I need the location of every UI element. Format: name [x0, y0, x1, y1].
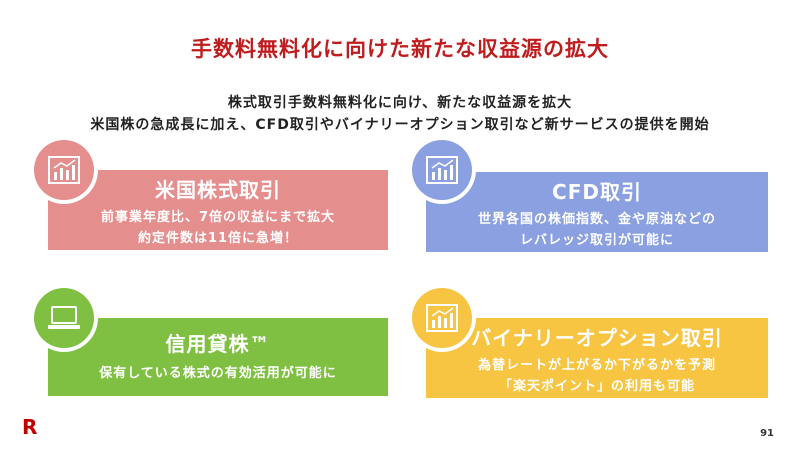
card-cfd-line-2: レバレッジ取引が可能に: [519, 233, 674, 248]
card-binary-line-1: 為替レートが上がるか下がるかを予測: [477, 358, 716, 373]
page-title: 手数料無料化に向けた新たな収益源の拡大: [191, 37, 609, 61]
card-cfd: CFD取引 世界各国の株価指数、金や原油などの レバレッジ取引が可能に: [426, 172, 768, 252]
card-cfd-line-1: 世界各国の株価指数、金や原油などの: [477, 212, 716, 227]
card-margin: 信用貸株™ 保有している株式の有効活用が可能に: [48, 318, 388, 396]
page-number: 91: [760, 428, 774, 439]
bar-chart-icon: [426, 304, 458, 332]
card-binary-icon-badge: [408, 284, 476, 352]
subtitle-line-2: 米国株の急成長に加え、CFD取引やバイナリーオプション取引など新サービスの提供を…: [90, 117, 710, 133]
card-binary: バイナリーオプション取引 為替レートが上がるか下がるかを予測 「楽天ポイント」の…: [426, 318, 768, 398]
card-us-stock-line-1: 前事業年度比、7倍の収益にまで拡大: [100, 210, 336, 225]
card-binary-line-2: 「楽天ポイント」の利用も可能: [498, 379, 695, 394]
laptop-icon: [48, 306, 80, 329]
card-binary-title: バイナリーオプション取引: [471, 326, 723, 350]
card-us-stock: 米国株式取引 前事業年度比、7倍の収益にまで拡大 約定件数は11倍に急増！: [48, 170, 388, 250]
card-cfd-title: CFD取引: [552, 180, 642, 204]
bar-chart-icon: [426, 156, 458, 184]
card-us-stock-title: 米国株式取引: [155, 178, 281, 202]
rakuten-logo: R: [22, 415, 38, 439]
card-cfd-icon-badge: [408, 136, 476, 204]
card-margin-line-1: 保有している株式の有効活用が可能に: [99, 366, 337, 381]
card-us-stock-line-2: 約定件数は11倍に急増！: [137, 231, 299, 246]
subtitle-line-1: 株式取引手数料無料化に向け、新たな収益源を拡大: [227, 95, 573, 111]
card-margin-title: 信用貸株™: [165, 332, 271, 356]
bar-chart-icon: [48, 156, 80, 184]
card-us-stock-icon-badge: [30, 136, 98, 204]
card-margin-icon-badge: [30, 284, 98, 352]
